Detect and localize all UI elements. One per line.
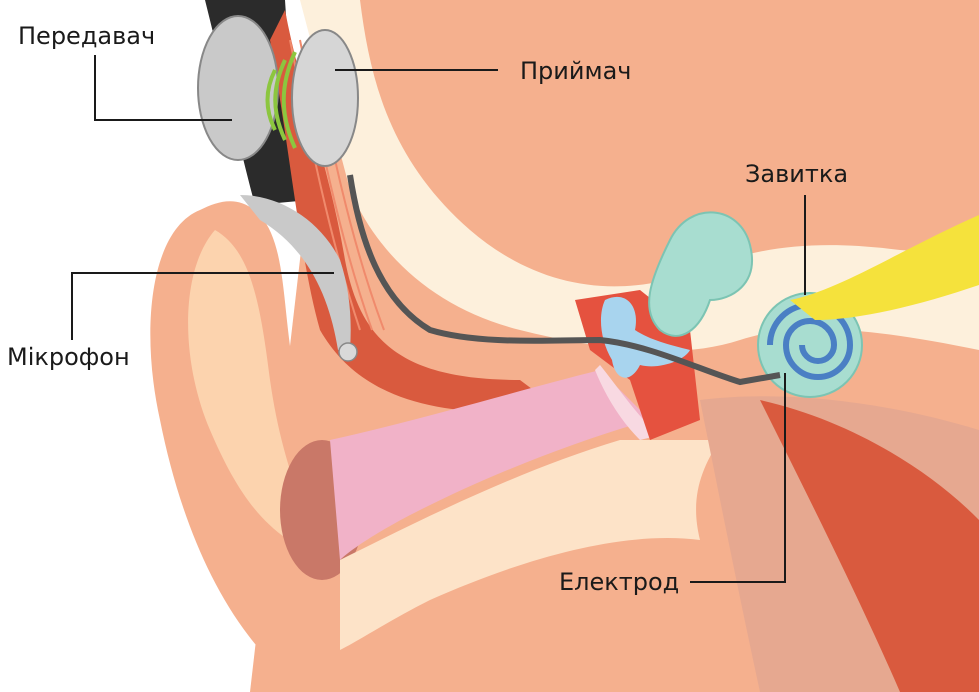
electrode-label: Електрод: [559, 568, 679, 596]
transmitter-label: Передавач: [18, 22, 155, 50]
receiver-coil: [292, 30, 358, 166]
microphone-label: Мікрофон: [7, 343, 130, 371]
receiver-label: Приймач: [520, 57, 631, 85]
cochlea-label: Завитка: [745, 160, 848, 188]
microphone-port: [339, 343, 357, 361]
transmitter-coil: [198, 16, 278, 160]
